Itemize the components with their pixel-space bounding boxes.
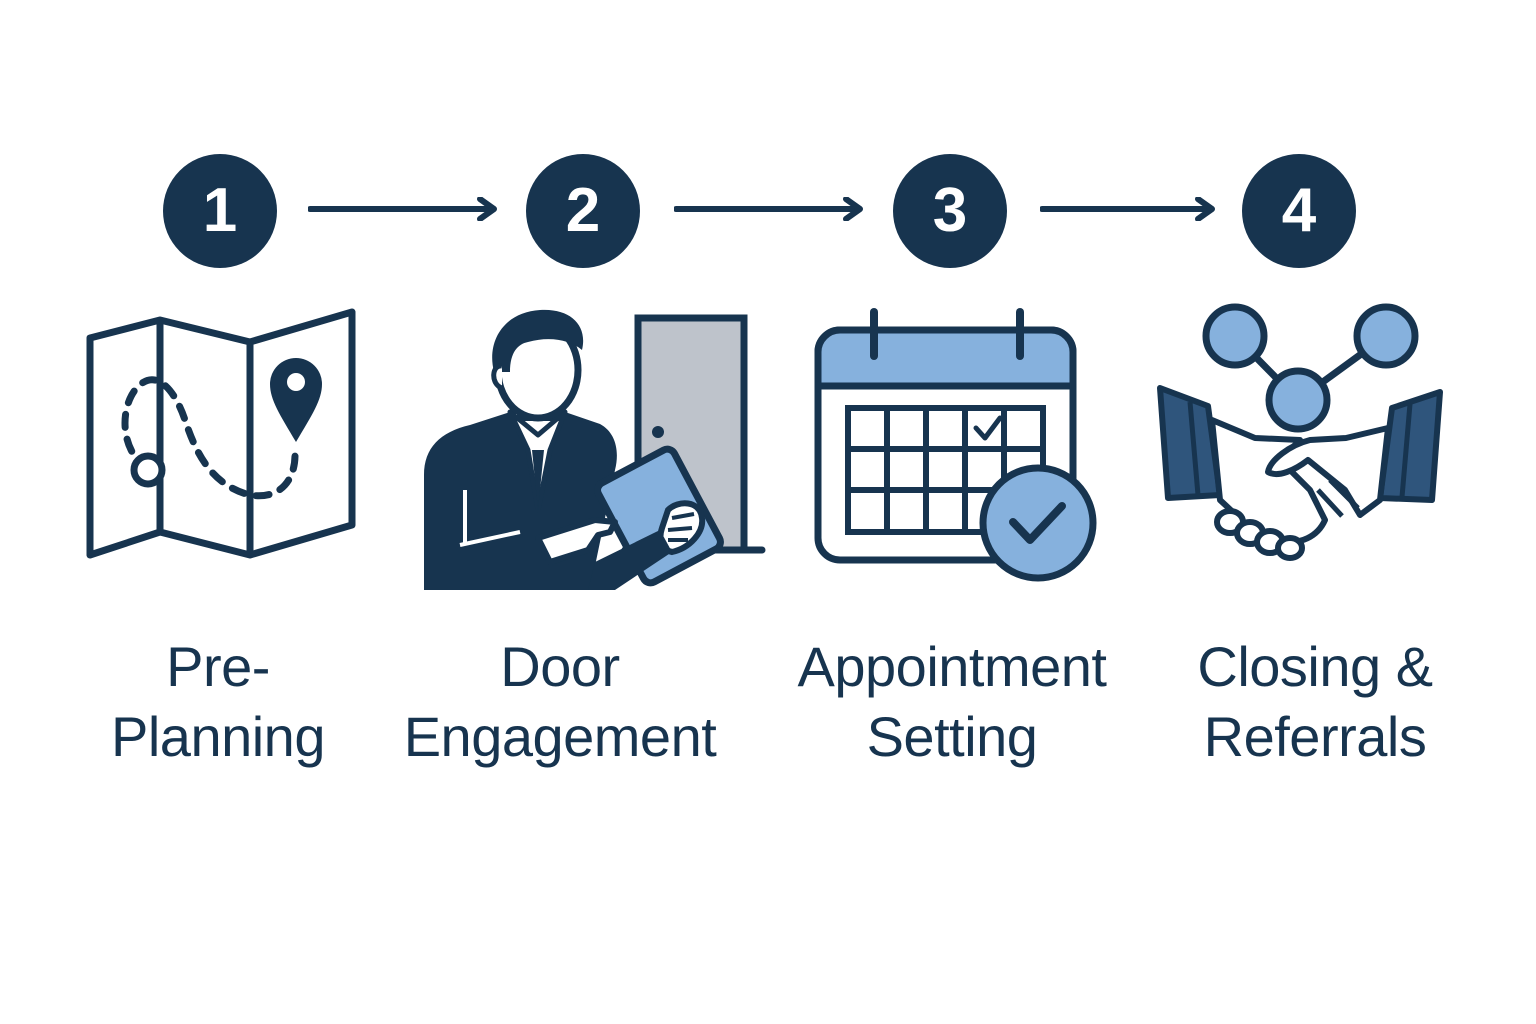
step-1-label-line1: Pre- xyxy=(166,635,270,698)
salesperson-door-icon xyxy=(424,309,766,590)
step-4-number: 4 xyxy=(1242,154,1356,268)
handshake-network-icon xyxy=(1157,303,1443,561)
arrow-2-to-3-icon xyxy=(674,197,863,221)
arrow-3-to-4-icon xyxy=(1040,197,1215,221)
step-1-label: Pre- Planning xyxy=(28,632,408,772)
step-1-number: 1 xyxy=(163,154,277,268)
step-1-label-line2: Planning xyxy=(111,705,325,768)
step-3-label-line2: Setting xyxy=(866,705,1038,768)
calendar-check-icon xyxy=(814,308,1097,582)
step-2-label-line2: Engagement xyxy=(403,705,717,768)
step-3-number: 3 xyxy=(893,154,1007,268)
step-2-label: Door Engagement xyxy=(370,632,750,772)
step-4-label-line2: Referrals xyxy=(1203,705,1427,768)
map-icon xyxy=(86,308,356,559)
step-4-label: Closing & Referrals xyxy=(1125,632,1505,772)
arrow-1-to-2-icon xyxy=(308,197,497,221)
step-2-number: 2 xyxy=(526,154,640,268)
step-4-label-line1: Closing & xyxy=(1197,635,1433,698)
step-3-label-line1: Appointment xyxy=(797,635,1107,698)
step-2-label-line1: Door xyxy=(500,635,620,698)
step-3-label: Appointment Setting xyxy=(762,632,1142,772)
